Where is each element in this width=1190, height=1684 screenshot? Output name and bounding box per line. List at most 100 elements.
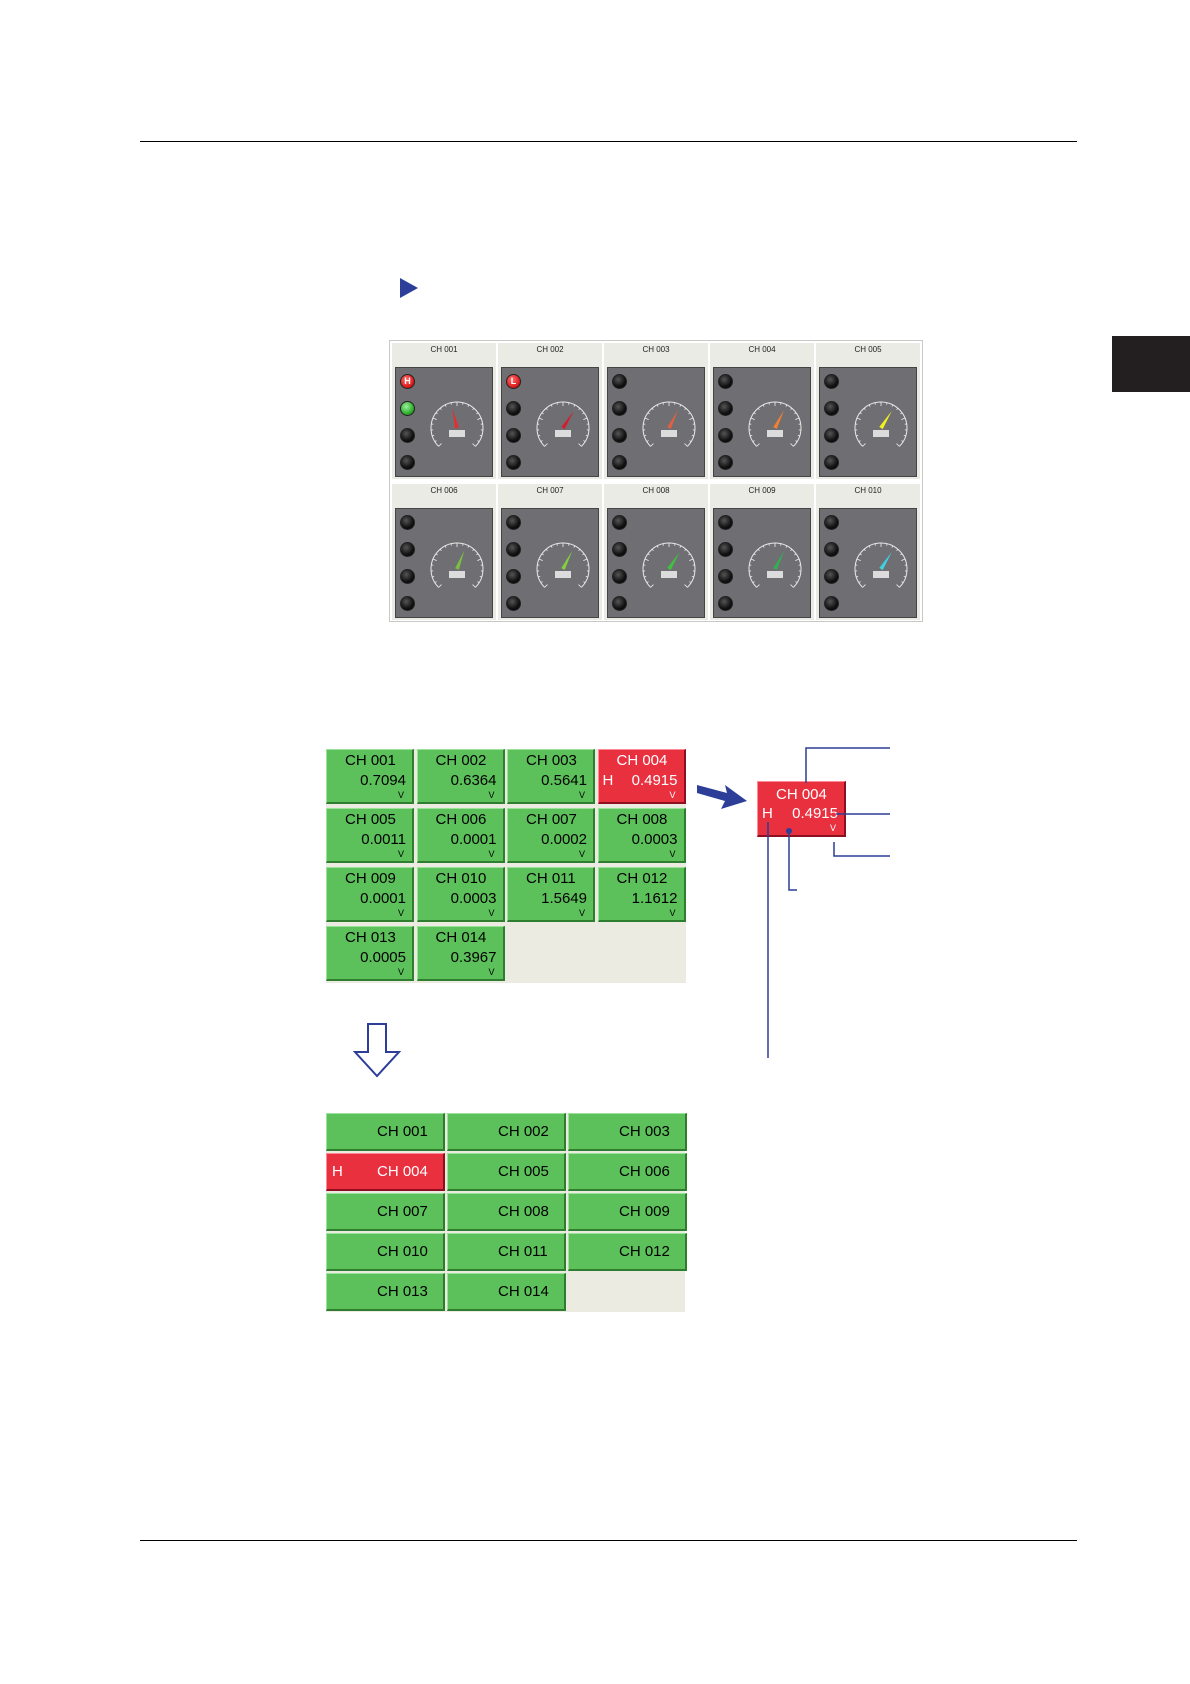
- gauge-tick: [794, 412, 797, 415]
- alarm-lamp-icon: [506, 455, 521, 470]
- channel-name-tile[interactable]: CH 003: [568, 1113, 687, 1151]
- channel-name-tile[interactable]: CH 013: [326, 1273, 445, 1311]
- tile-value: 1.5649: [541, 890, 587, 907]
- channel-name-tile[interactable]: CH 014: [447, 1273, 566, 1311]
- channel-name-tile[interactable]: CH 005: [447, 1153, 566, 1191]
- gauge-tick: [435, 553, 438, 556]
- ntile-channel-name: CH 002: [498, 1123, 549, 1140]
- gauge-tick: [896, 443, 900, 447]
- gauge-tick: [790, 548, 793, 552]
- arrow-right-icon: [697, 785, 747, 809]
- meter-channel-label: CH 001: [430, 345, 458, 354]
- alarm-lamp-icon: [400, 401, 415, 416]
- channel-name-tile[interactable]: CH 012: [568, 1233, 687, 1271]
- gauge-tick: [891, 545, 894, 548]
- gauge-tick: [756, 584, 760, 588]
- gauge-tick: [550, 545, 553, 548]
- gauge-tick: [578, 443, 582, 447]
- gauge-tick: [477, 581, 480, 583]
- channel-name-tile[interactable]: CH 008: [447, 1193, 566, 1231]
- meter-face: [501, 508, 599, 618]
- gauge-tick: [859, 553, 862, 556]
- channel-name-tile[interactable]: CH 002: [447, 1113, 566, 1151]
- alarm-lamp-icon: [612, 374, 627, 389]
- gauge-tick: [750, 576, 753, 578]
- gauge-tick: [900, 553, 903, 556]
- zoom-unit: V: [829, 823, 836, 833]
- tile-channel-name: CH 014: [435, 929, 487, 946]
- gauge-readout-box: [873, 571, 889, 578]
- gauge-dial: [748, 401, 802, 447]
- step-marker-icon: [400, 278, 418, 298]
- tile-unit: V: [669, 849, 676, 859]
- gauge-tick: [434, 440, 437, 442]
- channel-name-tile[interactable]: CH 010: [326, 1233, 445, 1271]
- meter-panel: CH 006: [392, 484, 496, 620]
- channel-name-tile[interactable]: CH 011: [447, 1233, 566, 1271]
- gauge-tick: [583, 417, 588, 420]
- gauge-dial: [430, 542, 484, 588]
- gauge-tick: [901, 558, 906, 561]
- ntile-channel-name: CH 006: [619, 1163, 670, 1180]
- meter-panel: CH 010: [816, 484, 920, 620]
- gauge-tick: [797, 576, 800, 578]
- alarm-lamp-icon: [612, 515, 627, 530]
- meter-face: [607, 508, 705, 618]
- gauge-tick: [756, 443, 760, 447]
- arrow-down-icon: [352, 1023, 402, 1078]
- gauge-tick: [432, 558, 437, 561]
- gauge-tick: [644, 558, 649, 561]
- gauge-tick: [467, 545, 470, 548]
- channel-name-tile[interactable]: CH 007: [326, 1193, 445, 1231]
- channel-name-tile[interactable]: CH 009: [568, 1193, 687, 1231]
- gauge-dial: [854, 542, 908, 588]
- alarm-lamp-icon: [718, 401, 733, 416]
- channel-name-tile[interactable]: CH 001: [326, 1113, 445, 1151]
- meter-channel-label: CH 010: [854, 486, 882, 495]
- ntile-channel-name: CH 011: [498, 1243, 548, 1260]
- meter-panel: CH 008: [604, 484, 708, 620]
- gauge-tick: [477, 440, 480, 442]
- channel-name-tile[interactable]: CH 006: [568, 1153, 687, 1191]
- gauge-tick: [903, 576, 906, 578]
- gauge-tick: [435, 412, 438, 415]
- tile-unit: V: [578, 849, 585, 859]
- tile-channel-name: CH 012: [616, 870, 668, 887]
- gauge-tick: [688, 412, 691, 415]
- gauge-tick: [585, 576, 588, 578]
- alarm-lamp-icon: [824, 401, 839, 416]
- gauge-tick: [656, 545, 659, 548]
- alarm-lamp-icon: [612, 542, 627, 557]
- gauge-tick: [891, 404, 894, 407]
- gauge-tick: [583, 581, 586, 583]
- gauge-tick: [896, 407, 899, 411]
- alarm-lamp-icon: [400, 596, 415, 611]
- gauge-tick: [868, 545, 871, 548]
- gauge-tick: [679, 404, 682, 407]
- tile-unit: V: [397, 790, 404, 800]
- alarm-lamp-icon: [400, 428, 415, 443]
- gauge-tick: [903, 435, 906, 437]
- alarm-lamp-icon: [718, 455, 733, 470]
- alarm-lamp-label: H: [404, 376, 411, 386]
- gauge-tick: [477, 558, 482, 561]
- meter-channel-label: CH 007: [536, 486, 564, 495]
- gauge-dial: [642, 401, 696, 447]
